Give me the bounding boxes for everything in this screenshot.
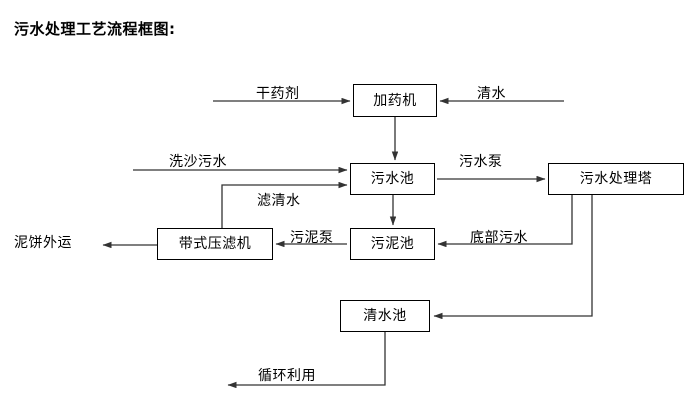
edge-label-filtered-water: 滤清水 [257,193,301,209]
edge-label-sludge-pump: 污泥泵 [290,230,334,246]
node-label: 污水处理塔 [579,171,653,187]
node-label: 清水池 [363,308,407,324]
node-treatment-tower[interactable]: 污水处理塔 [548,163,684,195]
label-dry-chemical: 干药剂 [256,86,300,102]
edge-filterpress-to-wastewater-pool [221,181,348,228]
page-title: 污水处理工艺流程框图: [14,20,176,38]
label-sand-wash-water: 洗沙污水 [169,154,227,170]
edge-label-recycle-reuse: 循环利用 [258,368,316,384]
edge-clean-water-pool-to-reuse [227,332,386,389]
edge-tower-to-sludge-pool [437,195,573,248]
label-clean-water-input: 清水 [477,86,506,102]
node-wastewater-pool[interactable]: 污水池 [350,163,435,195]
edge-tower-to-clean-water-pool [433,195,593,320]
node-dosing-machine[interactable]: 加药机 [353,84,437,117]
edge-label-bottom-sewage: 底部污水 [470,230,528,246]
node-label: 污水池 [370,171,415,187]
node-label: 污泥池 [370,236,415,252]
edge-label-wastewater-pump: 污水泵 [459,154,503,170]
node-clean-water-pool[interactable]: 清水池 [340,300,430,332]
node-belt-filter-press[interactable]: 带式压滤机 [157,228,273,260]
node-sludge-pool[interactable]: 污泥池 [350,228,435,260]
label-mud-cake-output: 泥饼外运 [14,235,72,251]
node-label: 加药机 [373,92,417,109]
node-label: 带式压滤机 [178,236,252,252]
